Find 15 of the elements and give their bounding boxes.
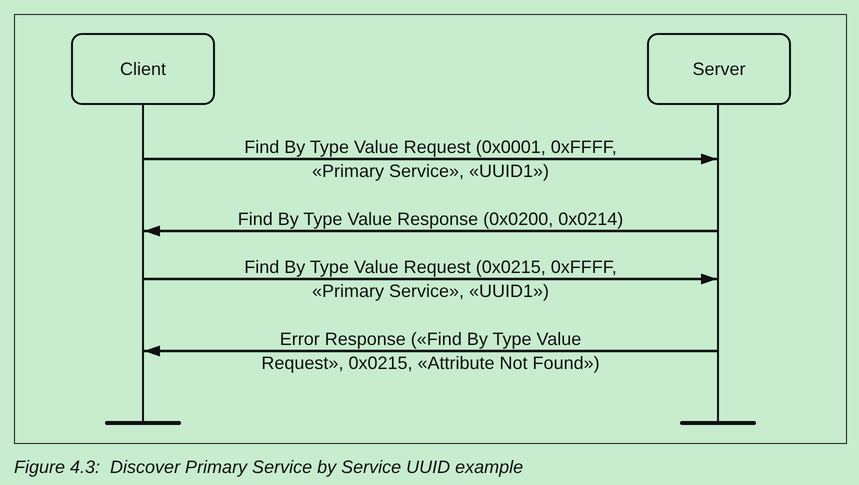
message-arrow <box>144 154 717 164</box>
message-label: Find By Type Value Response (0x0200, 0x0214) <box>236 208 624 231</box>
figure-caption: Figure 4.3: Discover Primary Service by Service UUID example <box>14 456 524 479</box>
message-label: Error Response («Find By Type Value Request», 0x0215, «Attribute Not Found») <box>260 328 601 375</box>
message-arrow <box>144 346 717 356</box>
lifeline <box>142 105 144 423</box>
lifeline <box>717 105 719 423</box>
message-label: Find By Type Value Request (0x0001, 0xFFFF, «Primary Service», «UUID1») <box>243 136 618 183</box>
participant-box <box>647 33 791 105</box>
message-arrow <box>144 226 717 236</box>
message-label: Find By Type Value Request (0x0215, 0xFFFF, «Primary Service», «UUID1») <box>243 256 618 303</box>
message-arrow <box>144 274 717 284</box>
participant-box <box>71 33 215 105</box>
participant-label: Client <box>120 58 166 80</box>
participant-label: Server <box>692 58 746 80</box>
